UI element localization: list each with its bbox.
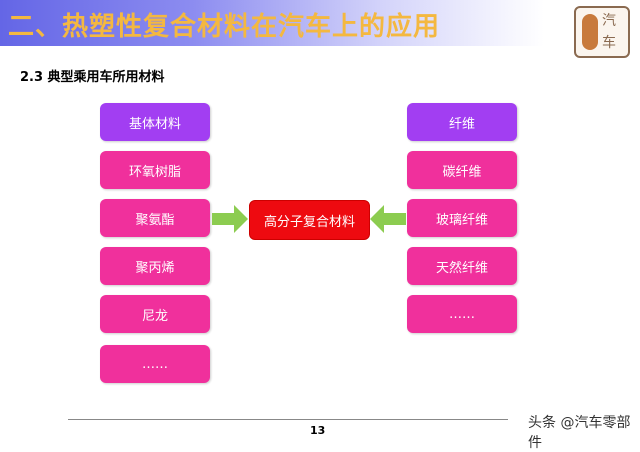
page-number: 13 bbox=[310, 424, 326, 437]
right-box: 玻璃纤维 bbox=[407, 199, 517, 237]
left-box: 聚氨酯 bbox=[100, 199, 210, 237]
center-box: 高分子复合材料 bbox=[249, 200, 370, 240]
left-box: …… bbox=[100, 345, 210, 383]
arrow-right-icon bbox=[212, 205, 248, 233]
left-box: 尼龙 bbox=[100, 295, 210, 333]
section-subtitle: 2.3 典型乘用车所用材料 bbox=[20, 70, 165, 85]
right-box-header: 纤维 bbox=[407, 103, 517, 141]
right-box: …… bbox=[407, 295, 517, 333]
left-box-header: 基体材料 bbox=[100, 103, 210, 141]
right-box: 碳纤维 bbox=[407, 151, 517, 189]
right-box: 天然纤维 bbox=[407, 247, 517, 285]
left-box: 环氧树脂 bbox=[100, 151, 210, 189]
arrow-left-icon bbox=[370, 205, 406, 233]
logo: 汽车 bbox=[574, 6, 630, 58]
left-box: 聚丙烯 bbox=[100, 247, 210, 285]
footer-divider bbox=[68, 419, 508, 420]
title-banner bbox=[0, 0, 640, 46]
slide-title: 二、热塑性复合材料在汽车上的应用 bbox=[8, 12, 441, 42]
watermark: 头条 @汽车零部件 bbox=[528, 415, 631, 451]
